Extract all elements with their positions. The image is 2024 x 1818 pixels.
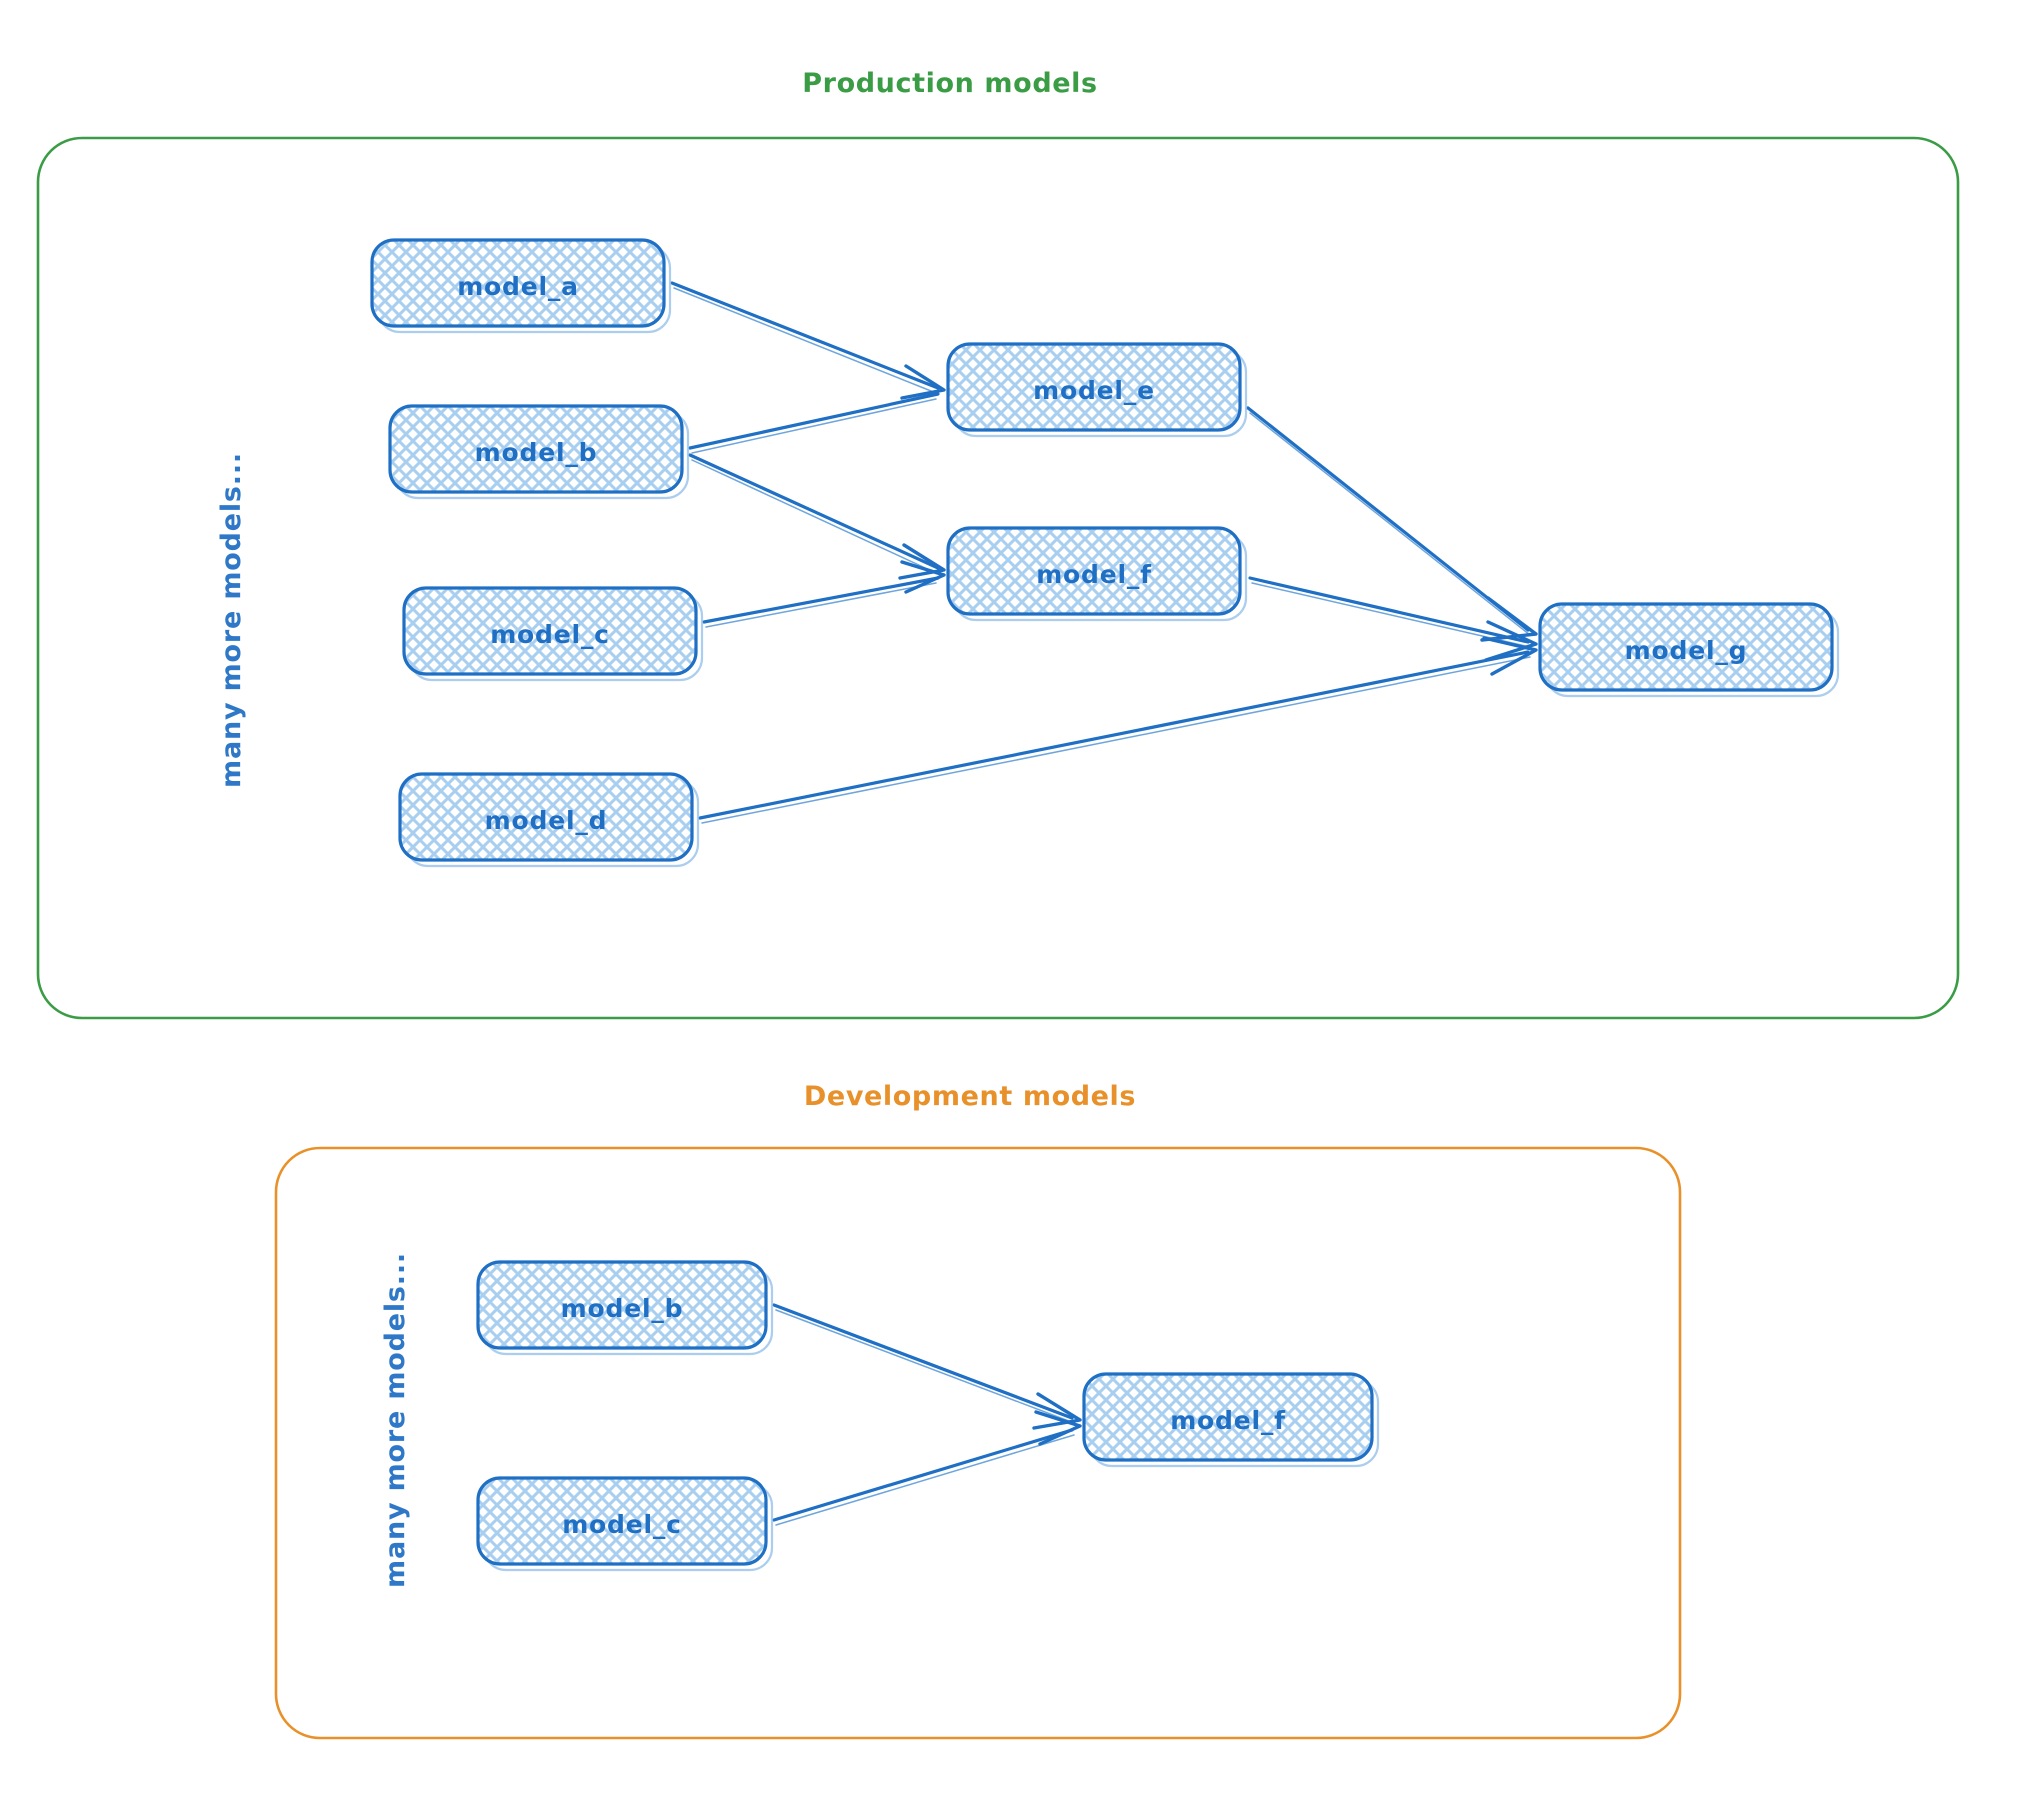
production-edges [670, 281, 1538, 824]
node-model-f[interactable]: model_f [946, 526, 1248, 622]
edge-model-f-to-model-g [1248, 576, 1538, 662]
node-model-c[interactable]: model_c [402, 586, 704, 682]
node-model-f-label: model_f [1036, 560, 1152, 589]
edge-model-c-to-model-f [702, 560, 946, 628]
production-group-title: Production models [802, 68, 1097, 99]
edge-dev-model-c-to-model-f [772, 1410, 1082, 1526]
edge-dev-model-b-to-model-f [772, 1303, 1082, 1430]
development-edges [772, 1303, 1082, 1526]
group-production: Production models many more models... [36, 68, 1960, 1020]
development-group-container [274, 1146, 1682, 1740]
node-model-a[interactable]: model_a [370, 238, 672, 334]
edge-model-e-to-model-g [1246, 406, 1538, 642]
production-many-more-models-label: many more models... [216, 452, 247, 788]
node-model-c-label: model_c [490, 620, 610, 649]
development-many-more-models-label: many more models... [380, 1252, 411, 1588]
production-group-container [36, 136, 1960, 1020]
node-model-d-label: model_d [485, 806, 608, 835]
node-model-g-label: model_g [1625, 636, 1748, 665]
node-model-a-label: model_a [457, 272, 579, 301]
node-model-b-label: model_b [475, 438, 598, 467]
node-dev-model-f-label: model_f [1170, 1406, 1286, 1435]
node-dev-model-b[interactable]: model_b [476, 1260, 774, 1356]
edge-model-d-to-model-g [698, 636, 1538, 824]
node-dev-model-b-label: model_b [561, 1294, 684, 1323]
edge-model-b-to-model-e [688, 392, 940, 454]
node-model-e[interactable]: model_e [946, 342, 1248, 438]
edge-model-b-to-model-f [688, 453, 946, 580]
node-dev-model-f[interactable]: model_f [1082, 1372, 1380, 1468]
node-model-e-label: model_e [1033, 376, 1155, 405]
edge-model-a-to-model-e [670, 281, 946, 400]
node-model-b[interactable]: model_b [388, 404, 690, 500]
node-dev-model-c-label: model_c [562, 1510, 682, 1539]
node-model-g[interactable]: model_g [1538, 602, 1840, 698]
development-group-title: Development models [804, 1081, 1136, 1112]
group-development: Development models many more models... [274, 1081, 1682, 1740]
node-model-d[interactable]: model_d [398, 772, 700, 868]
node-dev-model-c[interactable]: model_c [476, 1476, 774, 1572]
